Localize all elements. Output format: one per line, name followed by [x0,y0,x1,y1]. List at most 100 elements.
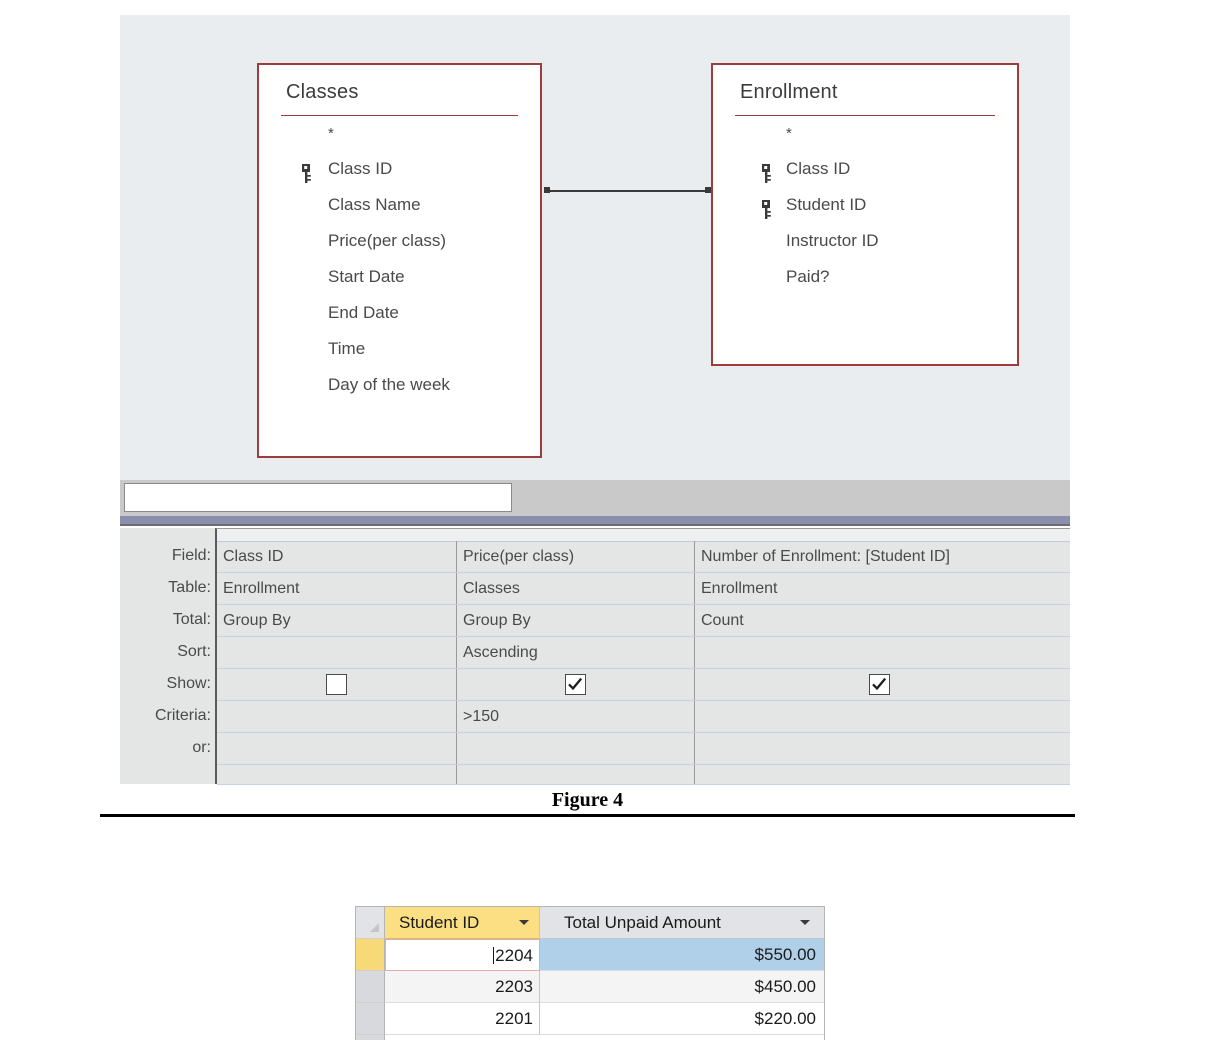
cell-total-col1[interactable]: Group By [223,612,291,629]
field-row-class-name[interactable]: Class Name [259,187,540,223]
select-all-corner[interactable] [356,907,385,939]
query-row-criteria: >150 [217,701,1070,733]
column-header-total-unpaid-amount[interactable]: Total Unpaid Amount [540,907,824,939]
column-header-label: Total Unpaid Amount [564,913,721,932]
cell-value: $220.00 [754,1009,816,1028]
cell-total-col2[interactable]: Group By [463,612,531,629]
field-row-asterisk[interactable]: * [713,122,1017,151]
cell-table-col3[interactable]: Enrollment [701,580,778,597]
cell-or-col3[interactable] [695,733,1065,764]
column-separator[interactable] [694,541,695,785]
cell-field-col2[interactable]: Price(per class) [463,548,575,565]
field-row-instructor-id[interactable]: Instructor ID [713,223,1017,259]
table-box-enrollment[interactable]: Enrollment * Class ID Student ID [711,63,1019,366]
cell-student-id[interactable]: 2201 [385,1003,540,1035]
field-label: * [328,125,334,142]
datasheet-footer-row [356,1035,824,1040]
cell-student-id[interactable]: 2204 [385,939,540,971]
cell-sort-col3[interactable] [695,637,1065,668]
field-row-start-date[interactable]: Start Date [259,259,540,295]
show-checkbox-col2[interactable] [565,674,586,695]
cell-field-col1[interactable]: Class ID [223,548,284,565]
table-row[interactable]: 2201 $220.00 [356,1003,824,1035]
field-row-class-id[interactable]: Class ID [713,151,1017,187]
cell-field-col3[interactable]: Number of Enrollment: [Student ID] [701,548,950,565]
property-strip [120,480,1070,516]
cell-show-col1[interactable] [217,669,456,700]
table-row[interactable]: 2203 $450.00 [356,971,824,1003]
query-design-grid: Field: Table: Total: Sort: Show: Criteri… [120,528,1070,785]
row-label-sort: Sort: [177,643,211,660]
field-row-end-date[interactable]: End Date [259,295,540,331]
field-label: Time [328,339,366,358]
text-cursor [493,947,495,964]
cell-table-col2[interactable]: Classes [463,580,520,597]
pane-splitter[interactable] [120,516,1070,526]
cell-total-col3[interactable]: Count [701,612,744,629]
show-checkbox-col3[interactable] [869,674,890,695]
field-label: Class Name [328,195,421,214]
select-all-triangle-icon [370,923,379,932]
cell-criteria-col2[interactable]: >150 [463,708,500,725]
table-box-classes[interactable]: Classes * Class ID Class Name Price(per … [257,63,542,458]
field-label: Price(per class) [328,231,447,250]
field-label: Class ID [786,159,851,178]
cell-table-col1[interactable]: Enrollment [223,580,300,597]
table-title-divider [735,115,995,116]
row-selector-footer[interactable] [356,1035,385,1040]
field-label: Day of the week [328,375,450,394]
cell-criteria-col1[interactable] [217,701,456,732]
cell-sort-col1[interactable] [217,637,456,668]
field-label: Class ID [328,159,393,178]
join-line-bar [547,190,708,192]
field-label: Paid? [786,267,830,286]
table-row[interactable]: 2204 $550.00 [356,939,824,971]
row-selector[interactable] [356,971,385,1003]
table-title-classes: Classes [286,81,359,103]
primary-key-icon [301,160,314,183]
figure-horizontal-rule [100,814,1075,817]
row-selector[interactable] [356,939,385,971]
field-row-asterisk[interactable]: * [259,122,540,151]
field-row-day-of-the-week[interactable]: Day of the week [259,367,540,403]
query-row-or [217,733,1070,765]
cell-total-unpaid-amount[interactable]: $220.00 [540,1003,824,1035]
field-row-class-id[interactable]: Class ID [259,151,540,187]
query-row-table: Enrollment Classes Enrollment [217,573,1070,605]
query-row-show [217,669,1070,701]
table-title-divider [281,115,518,116]
chevron-down-icon[interactable] [800,920,810,925]
query-row-sort: Ascending [217,637,1070,669]
row-label-field: Field: [171,547,211,564]
row-label-table: Table: [168,579,211,596]
row-label-show: Show: [166,675,211,692]
cell-sort-col2[interactable]: Ascending [463,644,538,661]
cell-show-col2[interactable] [457,669,694,700]
row-selector[interactable] [356,1003,385,1035]
column-header-student-id[interactable]: Student ID [385,907,540,939]
chevron-down-icon[interactable] [519,920,529,925]
cell-or-col1[interactable] [217,733,456,764]
field-row-paid[interactable]: Paid? [713,259,1017,295]
cell-total-unpaid-amount[interactable]: $550.00 [540,939,824,971]
field-row-price-per-class[interactable]: Price(per class) [259,223,540,259]
figure-caption: Figure 4 [551,789,624,811]
query-grid-column-header-band[interactable] [217,529,1070,542]
field-row-student-id[interactable]: Student ID [713,187,1017,223]
field-row-time[interactable]: Time [259,331,540,367]
query-grid-row-labels: Field: Table: Total: Sort: Show: Criteri… [120,528,215,784]
cell-total-unpaid-amount[interactable]: $450.00 [540,971,824,1003]
cell-value: $550.00 [754,945,816,964]
cell-criteria-col3[interactable] [695,701,1065,732]
column-separator[interactable] [456,541,457,785]
cell-student-id[interactable]: 2203 [385,971,540,1003]
cell-or-col2[interactable] [457,733,694,764]
property-text-input[interactable] [124,483,512,512]
show-checkbox-col1[interactable] [326,674,347,695]
field-label: Instructor ID [786,231,879,250]
primary-key-icon [761,160,774,183]
relationship-join-line[interactable] [544,187,711,194]
field-label: * [786,125,792,142]
cell-show-col3[interactable] [695,669,1065,700]
